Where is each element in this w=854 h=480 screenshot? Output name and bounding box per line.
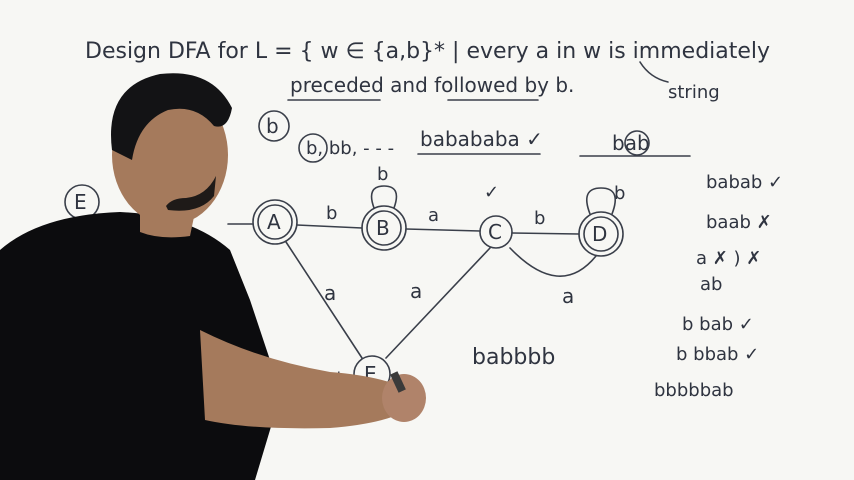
edge-c-e-label: a — [410, 279, 422, 303]
d-loop-label: b — [614, 183, 625, 204]
presenter — [0, 73, 426, 480]
example-b-list: b, bb, - - - — [306, 138, 394, 159]
edge-c-e — [385, 247, 491, 359]
problem-title-line2: preceded and followed by b. — [290, 73, 574, 97]
example-b-circle-2 — [298, 133, 328, 163]
b-self-loop — [370, 185, 398, 209]
state-b-label: B — [376, 216, 390, 240]
right-example-6: b bbab ✓ — [676, 344, 759, 365]
state-a-label: A — [267, 210, 281, 234]
marker — [390, 371, 406, 393]
d-self-loop — [586, 187, 616, 215]
edge-d-c-label: a — [562, 284, 574, 308]
example-b: b — [266, 114, 279, 138]
b-loop-label: b — [377, 164, 388, 185]
edge-b-c-label: a — [428, 205, 439, 226]
edge-a-b — [296, 224, 363, 229]
state-c-label: C — [488, 220, 502, 244]
right-example-3: a ✗ ) ✗ — [696, 248, 761, 269]
problem-title-line1: Design DFA for L = { w ∈ {a,b}* | every … — [85, 39, 770, 64]
presenter-beard — [166, 176, 216, 211]
example-bab: bab — [612, 131, 650, 155]
middle-example: babbbb — [472, 345, 555, 370]
edge-a-e — [285, 241, 363, 359]
edge-d-c — [509, 247, 597, 277]
right-example-1: babab ✓ — [706, 172, 783, 193]
right-example-2: baab ✗ — [706, 212, 772, 233]
note-string: string — [668, 82, 720, 103]
example-bab-circle — [624, 130, 650, 156]
right-examples: babab ✓ baab ✗ a ✗ ) ✗ ab b bab ✓ b bbab… — [654, 172, 783, 401]
c-check: ✓ — [484, 182, 499, 203]
presenter-arm — [200, 330, 404, 429]
state-d-label: D — [592, 222, 607, 246]
right-example-4: ab — [700, 274, 722, 295]
example-babababa: babababa ✓ — [420, 127, 543, 151]
state-b-inner — [366, 210, 402, 246]
example-b-circle — [258, 110, 290, 142]
state-d-inner — [583, 216, 619, 252]
edge-a-e-label: a — [324, 281, 336, 305]
state-a-inner — [257, 204, 293, 240]
state-c — [479, 215, 513, 249]
presenter-hair — [111, 73, 232, 160]
presenter-hand — [382, 374, 426, 422]
edge-b-c — [405, 228, 481, 232]
note-arrow — [639, 61, 669, 83]
right-example-5: b bab ✓ — [682, 314, 754, 335]
edge-c-d — [511, 232, 580, 235]
left-state-e: E — [74, 190, 87, 214]
state-a-outer — [252, 199, 298, 245]
edge-a-b-label: b — [326, 203, 337, 224]
edge-c-d-label: b — [534, 208, 545, 229]
right-example-7: bbbbbab — [654, 380, 734, 401]
